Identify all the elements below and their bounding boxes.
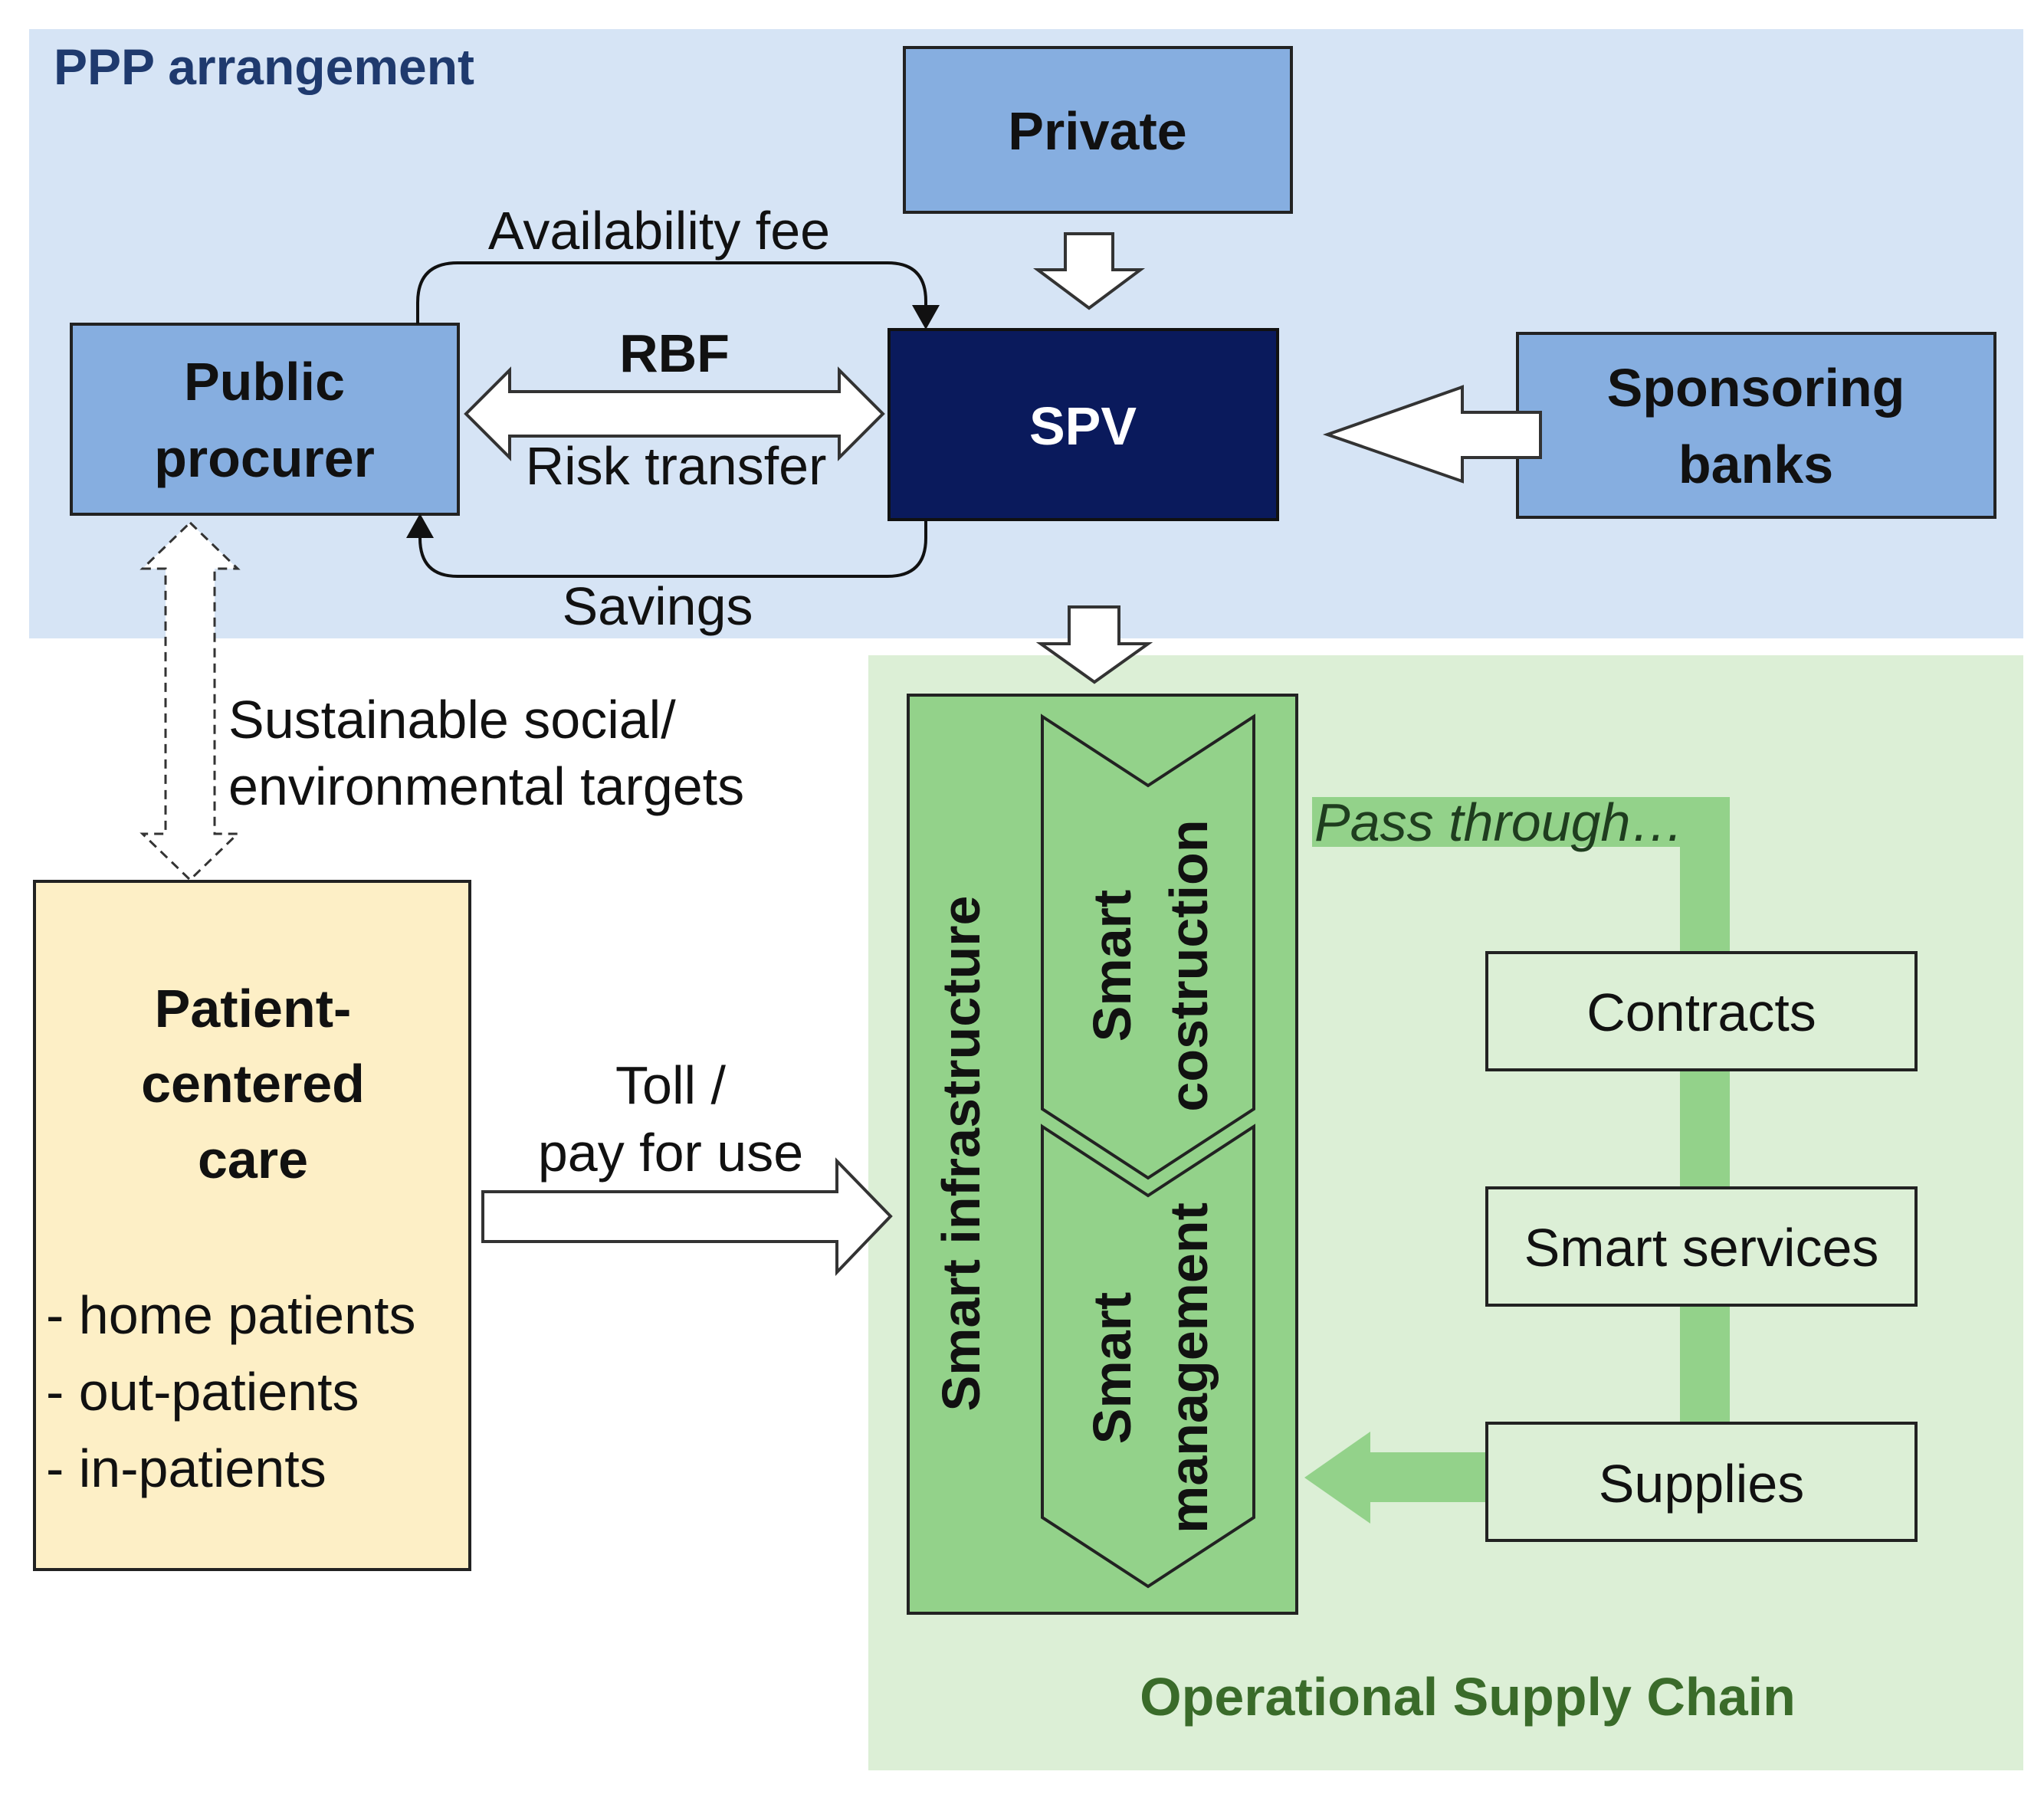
smart-construction-label-1: Smart xyxy=(1082,890,1142,1042)
sponsoring-banks-label-2: banks xyxy=(1678,435,1833,494)
spv-box xyxy=(887,328,1279,521)
savings-label: Savings xyxy=(562,576,753,636)
smart-management-label-1: Smart xyxy=(1082,1292,1142,1444)
pass-through-bar xyxy=(1312,797,1730,847)
risk-transfer-label: Risk transfer xyxy=(526,436,827,496)
targets-label-2: environmental targets xyxy=(228,756,744,816)
contracts-box xyxy=(1485,951,1918,1071)
private-label: Private xyxy=(1008,101,1186,161)
sponsoring-banks-label-1: Sponsoring xyxy=(1607,358,1905,418)
private-box xyxy=(903,46,1293,214)
supplies-label: Supplies xyxy=(1599,1454,1805,1514)
rbf-label: RBF xyxy=(619,323,730,383)
banks-spv-arrow xyxy=(1322,385,1542,484)
patient-care-title-1: Patient- xyxy=(155,979,352,1038)
sponsoring-banks-box xyxy=(1516,332,1996,519)
spv-supply-arrow xyxy=(1035,605,1153,684)
targets-label-1: Sustainable social/ xyxy=(228,690,676,750)
patient-care-title-3: care xyxy=(198,1130,308,1189)
availability-fee-connector xyxy=(416,261,927,324)
rbf-risk-transfer-arrow xyxy=(464,366,885,461)
spv-label: SPV xyxy=(1029,396,1137,456)
public-procurer-label-2: procurer xyxy=(154,428,375,488)
toll-arrow xyxy=(481,1157,893,1276)
savings-arrowhead xyxy=(406,513,434,538)
patient-care-item: - out-patients xyxy=(46,1362,359,1422)
supply-chain-title: Operational Supply Chain xyxy=(1140,1667,1796,1727)
supply-chain-spine xyxy=(1680,797,1730,1422)
smart-services-label: Smart services xyxy=(1524,1218,1879,1278)
toll-label-1: Toll / xyxy=(615,1055,726,1115)
contracts-label: Contracts xyxy=(1586,983,1816,1042)
private-spv-arrow xyxy=(1032,232,1146,310)
smart-management-chevron xyxy=(1041,1124,1255,1589)
patient-care-title-2: centered xyxy=(141,1054,365,1114)
patient-care-item: - home patients xyxy=(46,1285,415,1345)
smart-management-label-2: management xyxy=(1159,1202,1219,1534)
smart-services-box xyxy=(1485,1186,1918,1307)
smart-construction-label-2: costruction xyxy=(1159,819,1219,1111)
public-procurer-box xyxy=(70,323,460,516)
pass-through-label: Pass through… xyxy=(1314,792,1684,852)
smart-construction-chevron xyxy=(1041,714,1255,1180)
ppp-title: PPP arrangement xyxy=(54,38,474,95)
toll-label-2: pay for use xyxy=(538,1123,803,1183)
smart-infrastructure-label: Smart infrastructure xyxy=(931,896,991,1412)
supplies-arrow xyxy=(1304,1432,1491,1524)
supplies-box xyxy=(1485,1422,1918,1542)
patient-care-box xyxy=(33,880,471,1571)
availability-fee-label: Availability fee xyxy=(488,201,830,261)
public-procurer-label-1: Public xyxy=(184,352,345,412)
savings-connector xyxy=(418,520,927,578)
patient-care-item: - in-patients xyxy=(46,1439,326,1498)
availability-fee-arrowhead xyxy=(912,305,940,330)
targets-double-arrow xyxy=(139,520,241,882)
